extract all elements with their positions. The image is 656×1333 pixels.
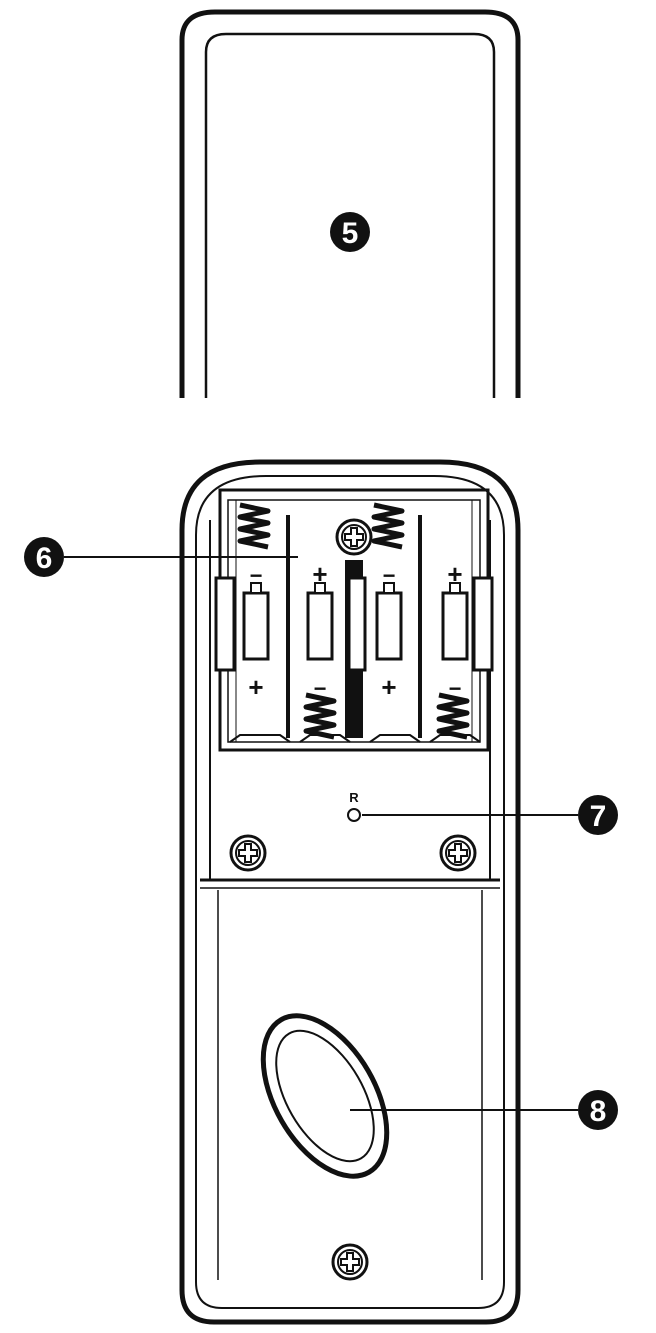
screw-icon — [331, 1243, 369, 1281]
polarity-minus: − — [250, 563, 263, 588]
polarity-plus: + — [447, 559, 462, 589]
callout-7: 7 — [578, 795, 618, 835]
battery-slot-icon — [375, 581, 403, 661]
reset-button[interactable] — [347, 808, 361, 822]
polarity-minus: − — [383, 563, 396, 588]
screw-icon — [439, 834, 477, 872]
battery-compartment — [214, 488, 494, 752]
svg-text:6: 6 — [36, 542, 53, 575]
battery-slot-icon — [306, 581, 334, 661]
callout-8: 8 — [578, 1090, 618, 1130]
polarity-minus: − — [314, 676, 327, 701]
spring-icon — [240, 505, 268, 547]
polarity-plus: + — [248, 672, 263, 702]
callout-5: 5 — [330, 212, 370, 252]
callout-6: 6 — [24, 537, 64, 577]
svg-text:7: 7 — [590, 800, 607, 833]
polarity-minus: − — [449, 676, 462, 701]
spring-icon — [439, 695, 467, 737]
screw-icon — [229, 834, 267, 872]
spring-icon — [374, 505, 402, 547]
svg-text:8: 8 — [590, 1095, 607, 1128]
svg-text:5: 5 — [342, 217, 359, 250]
battery-slot-icon — [441, 581, 469, 661]
screw-icon — [335, 518, 373, 556]
polarity-plus: + — [312, 559, 327, 589]
spring-icon — [306, 695, 334, 737]
interior-body — [179, 459, 521, 1325]
spindle-hole — [260, 1013, 390, 1179]
battery-cover — [179, 9, 521, 398]
reset-label: R — [349, 790, 359, 805]
polarity-plus: + — [381, 672, 396, 702]
battery-slot-icon — [242, 581, 270, 661]
